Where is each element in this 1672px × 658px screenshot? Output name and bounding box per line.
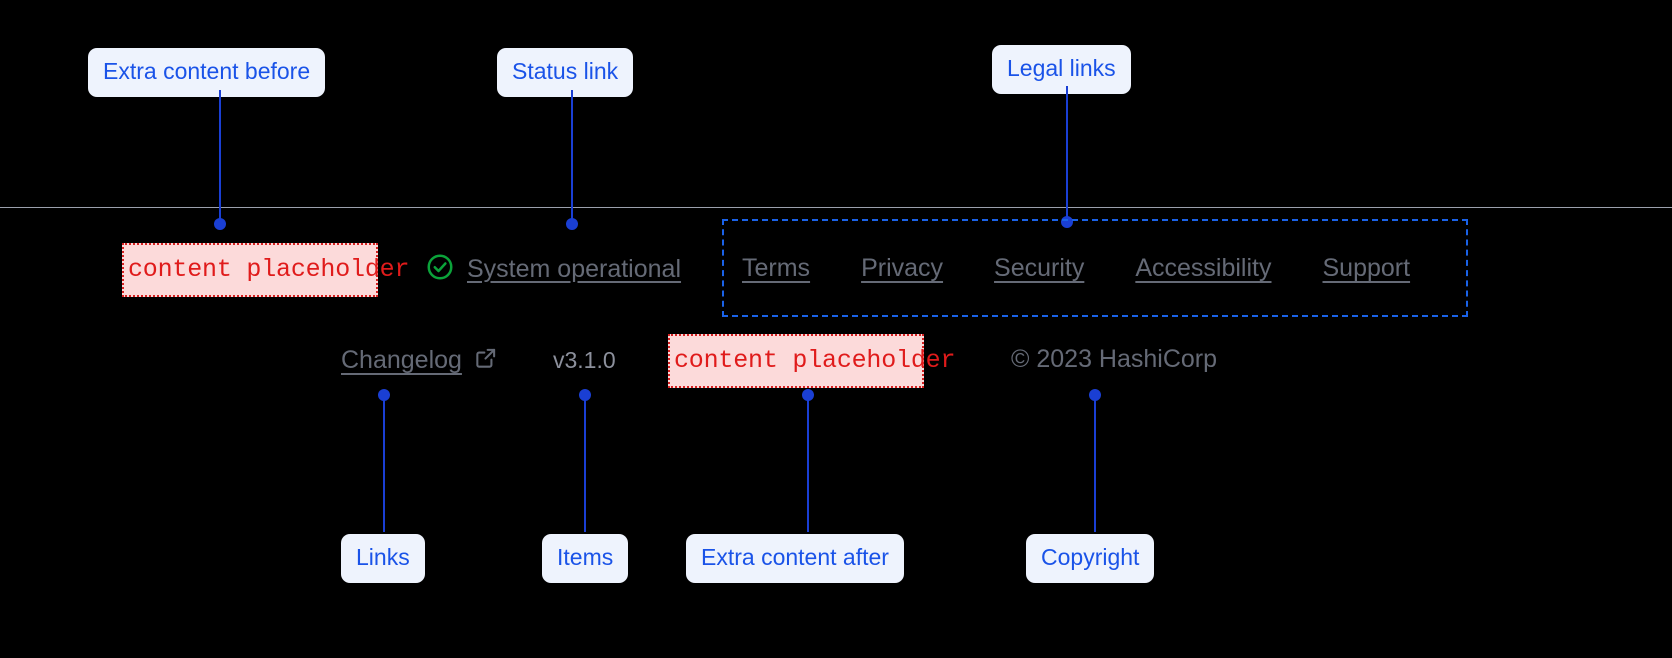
- legal-link-terms[interactable]: Terms: [742, 254, 811, 282]
- leader-dot-extra-content-after: [802, 389, 814, 401]
- content-placeholder-before: content placeholder: [122, 243, 409, 297]
- changelog-label: Changelog: [341, 346, 462, 374]
- leader-line-extra-content-after: [807, 398, 809, 532]
- legal-link-security[interactable]: Security: [994, 254, 1085, 282]
- legal-link-privacy[interactable]: Privacy: [861, 254, 944, 282]
- leader-dot-items: [579, 389, 591, 401]
- footer-separator-rule: [0, 207, 1672, 208]
- content-placeholder-after: content placeholder: [668, 334, 955, 388]
- legal-links-group: Terms Privacy Security Accessibility Sup…: [742, 254, 1410, 283]
- callout-legal-links: Legal links: [992, 45, 1131, 94]
- callout-copyright: Copyright: [1026, 534, 1155, 583]
- copyright-label: © 2023 HashiCorp: [1011, 345, 1218, 373]
- callout-links: Links: [341, 534, 425, 583]
- legal-links-highlight-box: [722, 219, 1468, 317]
- callout-items: Items: [542, 534, 629, 583]
- leader-dot-status-link: [566, 218, 578, 230]
- leader-line-items: [584, 398, 586, 532]
- changelog-link[interactable]: Changelog: [341, 345, 499, 376]
- check-circle-icon: [425, 252, 455, 287]
- leader-line-links: [383, 398, 385, 532]
- leader-line-copyright: [1094, 398, 1096, 532]
- callout-extra-content-before: Extra content before: [88, 48, 326, 97]
- status-link[interactable]: System operational: [425, 252, 681, 287]
- legal-link-support[interactable]: Support: [1322, 254, 1411, 282]
- callout-extra-content-after: Extra content after: [686, 534, 904, 583]
- external-link-icon: [473, 345, 499, 376]
- version-label: v3.1.0: [553, 347, 616, 373]
- leader-line-extra-content-before: [219, 90, 221, 227]
- callout-status-link: Status link: [497, 48, 634, 97]
- leader-dot-extra-content-before: [214, 218, 226, 230]
- legal-link-accessibility[interactable]: Accessibility: [1135, 254, 1272, 282]
- status-link-label: System operational: [467, 255, 682, 283]
- leader-line-legal-links: [1066, 86, 1068, 225]
- leader-line-status-link: [571, 90, 573, 227]
- leader-dot-links: [378, 389, 390, 401]
- leader-dot-copyright: [1089, 389, 1101, 401]
